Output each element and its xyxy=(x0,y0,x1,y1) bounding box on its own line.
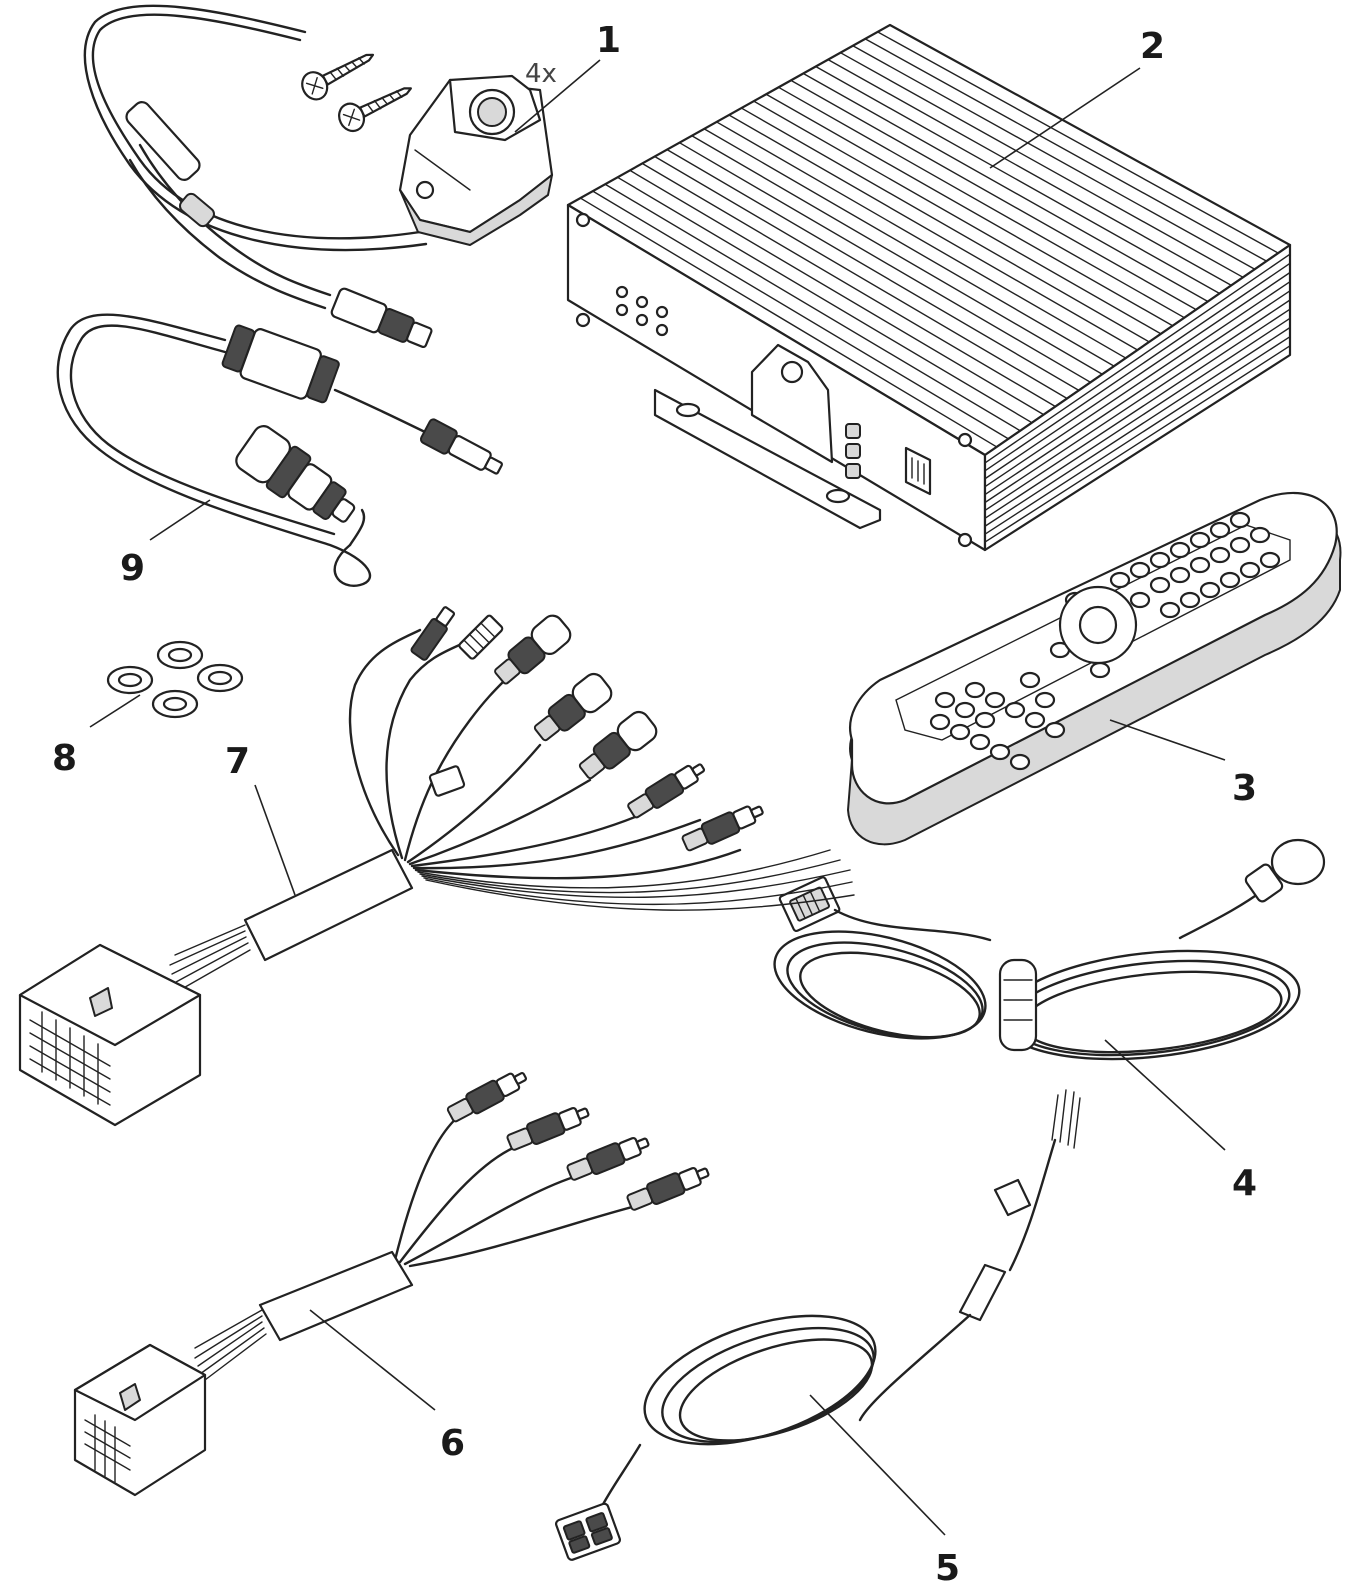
part-7-main-harness xyxy=(18,606,855,1127)
callout-6: 6 xyxy=(440,1423,465,1464)
callout-3: 3 xyxy=(1232,768,1257,809)
callout-5: 5 xyxy=(935,1548,960,1584)
part-4-ir-sensor-cable xyxy=(773,838,1326,1061)
part-1-camera-assembly xyxy=(83,4,554,349)
callout-2: 2 xyxy=(1140,26,1165,67)
callout-7: 7 xyxy=(225,741,250,782)
part-8-washers xyxy=(106,640,244,719)
callout-9: 9 xyxy=(120,548,145,589)
status-leds xyxy=(615,285,669,337)
part-2-main-unit xyxy=(566,23,1292,552)
part-3-remote-control xyxy=(847,491,1342,846)
part-5-power-cable xyxy=(554,1089,1081,1561)
part-9-extension-cable xyxy=(56,313,504,587)
callout-4: 4 xyxy=(1232,1163,1257,1204)
part-6-rca-harness xyxy=(73,1071,710,1497)
quantity-note: 4x xyxy=(525,59,557,89)
callout-8: 8 xyxy=(52,738,77,779)
callout-1: 1 xyxy=(596,20,621,61)
mounting-screws xyxy=(301,53,412,133)
